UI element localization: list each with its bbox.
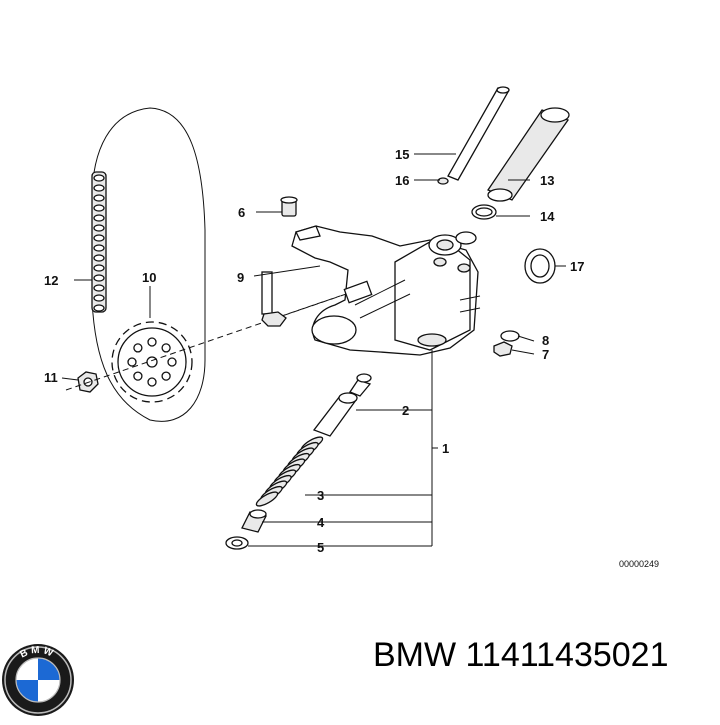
- callout-6: 6: [238, 205, 245, 220]
- callout-5: 5: [317, 540, 324, 555]
- callout-10: 10: [142, 270, 156, 285]
- chain-link: [93, 224, 105, 232]
- seal-ring: [524, 248, 556, 284]
- callout-1: 1: [442, 441, 449, 456]
- axis-line: [65, 291, 353, 391]
- callout-7: 7: [542, 347, 549, 362]
- bolt: [261, 271, 287, 327]
- callout-2: 2: [402, 403, 409, 418]
- chain-link: [93, 174, 105, 182]
- bmw-roundel-icon: BMW: [2, 644, 74, 716]
- callout-4: 4: [317, 515, 325, 530]
- sprocket-hole: [133, 371, 143, 381]
- callout-12: 12: [44, 273, 58, 288]
- callout-11: 11: [44, 370, 58, 385]
- svg-text:BMW: BMW: [18, 645, 57, 661]
- chain-link: [93, 284, 105, 292]
- o-ring-inner: [475, 207, 493, 217]
- chain-link: [93, 294, 105, 302]
- sprocket-hole: [167, 357, 177, 367]
- callout-9: 9: [237, 270, 244, 285]
- sprocket-hole: [161, 343, 171, 353]
- callout-15: 15: [395, 147, 409, 162]
- callout-3: 3: [317, 488, 324, 503]
- tube: [447, 86, 510, 181]
- callout-16: 16: [395, 173, 409, 188]
- leader-lines: [61, 153, 566, 547]
- plunger: [312, 373, 372, 437]
- chain-link: [93, 204, 105, 212]
- chain-link: [93, 244, 105, 252]
- cap: [241, 509, 267, 533]
- sprocket-hole: [133, 343, 143, 353]
- chain-link: [93, 184, 105, 192]
- washer: [500, 330, 520, 342]
- sprocket-hole: [147, 377, 157, 387]
- spring-coil: [255, 491, 279, 507]
- sprocket-hole: [161, 371, 171, 381]
- screw: [280, 196, 298, 217]
- callout-8: 8: [542, 333, 549, 348]
- oil-pump-body: [291, 225, 481, 356]
- chain-link: [93, 194, 105, 202]
- sprocket: [111, 321, 193, 403]
- callout-14: 14: [540, 209, 555, 224]
- chain-link: [93, 254, 105, 262]
- callout-17: 17: [570, 259, 584, 274]
- chain-link: [93, 264, 105, 272]
- clip: [437, 177, 449, 185]
- callout-13: 13: [540, 173, 554, 188]
- sleeve: [487, 107, 570, 202]
- sprocket-hole: [147, 337, 157, 347]
- chain-link: [93, 234, 105, 242]
- part-number-label: BMW 11411435021: [373, 636, 669, 674]
- gasket: [455, 231, 477, 245]
- spring: [255, 436, 324, 507]
- sprocket-hole: [127, 357, 137, 367]
- chain-link: [93, 274, 105, 282]
- chain-link: [93, 304, 105, 312]
- circlip-inner: [231, 539, 243, 547]
- reference-number: 00000249: [619, 559, 659, 569]
- timing-chain: [91, 107, 206, 422]
- chain-link: [93, 214, 105, 222]
- hex-nut: [493, 341, 513, 357]
